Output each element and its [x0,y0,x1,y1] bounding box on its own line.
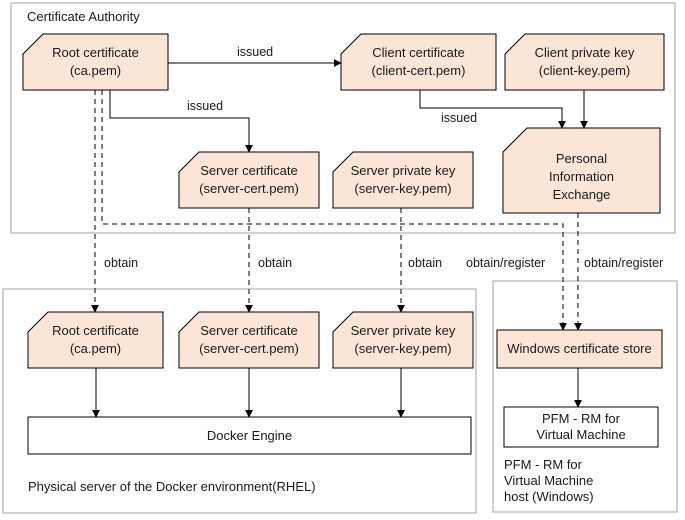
obtain-root-label: obtain [104,256,139,270]
server-certificate-ca-file: (server-cert.pem) [199,181,299,196]
windows-host-label: PFM - RM for Virtual Machine host (Windo… [504,457,594,505]
docker-server-region [2,288,477,514]
root-certificate-ca-file: (ca.pem) [69,63,122,78]
pfx-line3: Exchange [552,186,611,202]
pfm-rm-shape [503,406,659,448]
windows-host-label-line3: host (Windows) [504,489,594,504]
server-certificate-docker-title: Server certificate [200,323,298,338]
pfm-rm-for-virtual-machine: PFM - RM for Virtual Machine [504,407,658,447]
client-certificate-file: (client-cert.pem) [371,63,466,78]
issued-server-arrow [109,90,253,153]
windows-store-shape [496,329,663,369]
client-private-key-file: (client-key.pem) [538,63,631,78]
windows-certificate-store: Windows certificate store [497,330,662,368]
server-private-key-ca-file: (server-key.pem) [354,181,452,196]
client-private-key: Client private key (client-key.pem) [505,34,664,90]
server-key-ca-shape [332,151,474,209]
root-certificate-ca: Root certificate (ca.pem) [23,34,168,90]
obtain-key-label: obtain [408,256,443,270]
server-private-key-docker-title: Server private key [350,323,456,338]
obtain-register-pfx-label: obtain/register [584,256,664,270]
pfm-rm-line2: Virtual Machine [536,427,626,442]
docker-server-label: Physical server of the Docker environmen… [28,479,316,494]
root-certificate-docker-file: (ca.pem) [69,341,122,356]
obtain-register-root-arrow [101,90,567,331]
server-certificate-docker: Server certificate (server-cert.pem) [179,312,319,368]
personal-information-exchange: Personal Information Exchange [503,140,660,213]
root-certificate-ca-title: Root certificate [52,45,139,60]
pfx-shape [502,127,661,214]
certificate-authority-label: Certificate Authority [27,9,140,24]
issued-pfx-arrow [419,90,566,129]
windows-host-label-line2: Virtual Machine [504,473,594,488]
server-certificate-ca: Server certificate (server-cert.pem) [179,152,319,208]
issued-client-label: issued [237,45,274,59]
pfm-rm-line1: PFM - RM for [542,411,620,426]
server-private-key-docker-file: (server-key.pem) [354,341,452,356]
client-certificate: Client certificate (client-cert.pem) [341,34,496,90]
issued-pfx-label: issued [441,111,478,125]
server-key-docker-shape [332,311,474,369]
docker-engine-shape [27,416,472,455]
certificate-authority-region [10,2,676,234]
server-private-key-ca-title: Server private key [350,163,456,178]
server-certificate-ca-title: Server certificate [200,163,298,178]
root-certificate-docker: Root certificate (ca.pem) [28,312,163,368]
windows-certificate-store-label: Windows certificate store [507,341,652,356]
client-private-key-title: Client private key [534,45,635,60]
client-certificate-title: Client certificate [372,45,465,60]
root-certificate-docker-title: Root certificate [52,323,139,338]
pfx-line2: Information [548,168,615,184]
server-private-key-ca: Server private key (server-key.pem) [333,152,473,208]
obtain-cert-label: obtain [258,256,293,270]
windows-host-region [492,280,678,513]
server-private-key-docker: Server private key (server-key.pem) [333,312,473,368]
obtain-register-root-label: obtain/register [466,256,546,270]
pfx-line1: Personal [555,150,608,166]
client-cert-shape [340,33,497,91]
issued-server-label: issued [187,99,224,113]
docker-engine-label: Docker Engine [206,427,293,443]
server-certificate-docker-file: (server-cert.pem) [199,341,299,356]
windows-host-label-line1: PFM - RM for [504,457,582,472]
docker-engine: Docker Engine [28,417,471,454]
